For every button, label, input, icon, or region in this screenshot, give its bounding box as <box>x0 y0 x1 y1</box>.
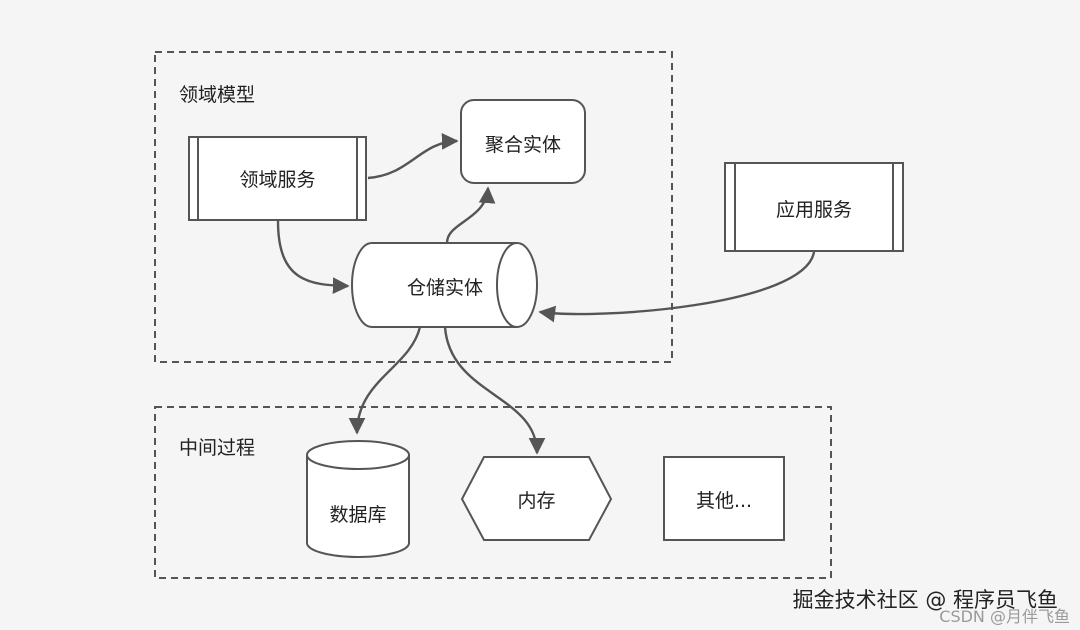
domain-model-group-frame <box>154 51 673 363</box>
app-service-shape <box>724 162 904 252</box>
app-service-label: 应用服务 <box>775 199 852 221</box>
arrow-repository-to-aggregate <box>445 186 496 244</box>
memory-shape <box>460 456 613 541</box>
aggregate-entity-label: 聚合实体 <box>484 134 561 156</box>
database-shape <box>306 440 410 558</box>
arrow-repository-to-memory <box>443 326 546 455</box>
middle-process-group-label: 中间过程 <box>179 437 256 459</box>
memory-label: 内存 <box>517 490 556 512</box>
watermark-sub: CSDN @月伴飞鱼 <box>939 607 1070 626</box>
database-label: 数据库 <box>329 504 387 526</box>
aggregate-entity-shape <box>460 99 586 184</box>
arrow-app-service-to-repository <box>538 251 816 323</box>
other-shape <box>663 456 785 541</box>
other-label: 其他... <box>695 490 753 512</box>
middle-process-group-frame <box>154 406 832 579</box>
arrow-repository-to-database <box>348 326 422 435</box>
domain-service-label: 领域服务 <box>239 169 316 191</box>
arrow-domain-service-to-repository <box>276 220 350 294</box>
domain-service-shape <box>188 136 367 221</box>
watermark-main: 掘金技术社区 @ 程序员飞鱼 <box>792 588 1058 612</box>
repository-shape <box>351 242 538 328</box>
repository-label: 仓储实体 <box>406 277 483 299</box>
domain-model-group-label: 领域模型 <box>179 84 256 106</box>
arrow-domain-service-to-aggregate <box>367 133 459 180</box>
